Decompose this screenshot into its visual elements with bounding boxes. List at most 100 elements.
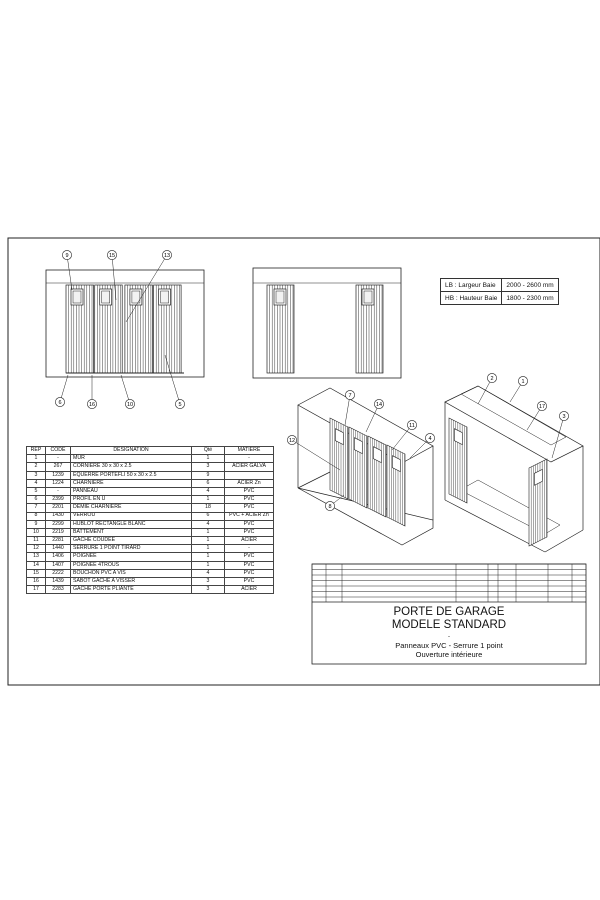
part-rep: 13 [26,552,46,562]
col-designation: DESIGNATION [70,445,192,456]
col-material: MATIERE [224,445,274,456]
part-qty: 4 [191,486,225,497]
callout-number: 12 [289,438,295,444]
part-qty: 1 [191,454,225,464]
isometric-view-open [444,385,584,553]
part-code: 2299 [45,519,71,529]
part-code: 1407 [45,560,71,570]
part-rep: 16 [26,576,46,587]
part-qty: 6 [191,478,225,488]
part-rep: 6 [26,495,46,505]
part-material: PVC [224,576,274,587]
callout-number: 2 [490,376,493,382]
part-qty: 1 [191,536,225,546]
part-code: 2399 [45,495,71,505]
part-rep: 14 [26,560,46,570]
part-qty: 3 [191,585,225,595]
part-qty: 9 [191,470,225,480]
callout: 11 [391,420,417,451]
part-code: 1439 [45,576,71,587]
part-material: PVC [224,503,274,513]
part-qty: 1 [191,544,225,554]
part-rep: 4 [26,478,46,488]
part-code: 1430 [45,511,71,521]
part-rep: 17 [26,585,46,595]
title-line-2: MODELE STANDARD [391,619,507,631]
drawing-subtitle: Panneaux PVC - Serrure 1 point Ouverture… [312,641,586,659]
part-qty: 1 [191,560,225,570]
callout-number: 13 [164,253,170,259]
callout-number: 8 [328,504,331,510]
part-code: 1239 [45,470,71,480]
part-designation: GACHE COUDEE [70,536,192,546]
part-rep: 15 [26,568,46,579]
part-designation: MUR [70,454,192,464]
part-material: ACIER GALVA [224,462,274,472]
iso-closed-panels [329,417,406,527]
part-code: - [45,486,71,497]
front-view-closed [45,269,205,378]
part-designation: EQUERRE PORTEFLI 50 x 30 x 2.5 [70,470,192,480]
part-code: 2201 [45,503,71,513]
part-material: PVC + ACIER Zn [224,511,274,521]
part-material: ACIER [224,536,274,546]
part-designation: VERROU [70,511,192,521]
callout-number: 6 [58,400,61,406]
part-designation: BATTEMENT [70,527,192,538]
callout: 16 [87,375,97,409]
callout: 9 [62,250,73,291]
part-designation: BOUCHON PVC A VIS [70,568,192,579]
callout: 14 [365,399,384,433]
callout-number: 10 [127,402,133,408]
part-code: 2283 [45,585,71,595]
part-rep: 7 [26,503,46,513]
revision-grid [312,563,586,602]
part-designation: PROFIL EN U [70,495,192,505]
dimension-value: 1800 - 2300 mm [501,291,559,305]
callout: 13 [125,250,172,323]
open-folded-panels [266,284,384,374]
iso-window [335,428,344,446]
callout-number: 3 [562,414,565,420]
part-material: PVC [224,560,274,570]
callout-number: 4 [428,436,431,442]
part-qty: 3 [191,576,225,587]
callout-number: 15 [109,253,115,259]
subtitle-line-2: Ouverture intérieure [415,650,483,659]
part-designation: HUBLOT RECTANGLE BLANC [70,519,192,529]
part-designation: POIGNEE [70,552,192,562]
callout: 4 [409,433,435,459]
part-designation: SABOT GACHE A VISSER [70,576,192,587]
part-material: PVC [224,527,274,538]
part-designation: CHARNIERE [70,478,192,488]
drawing-title: PORTE DE GARAGE MODELE STANDARD [312,606,586,632]
part-qty: 3 [191,462,225,472]
callout: 12 [287,435,341,471]
front-view-open [252,267,402,379]
callout: 17 [526,401,547,431]
dimension-label: LB : Largeur Baie [439,278,503,292]
part-qty: 1 [191,495,225,505]
iso-window [534,468,543,486]
part-code: 267 [45,462,71,472]
part-designation: POIGNEE 4TROUS [70,560,192,570]
part-designation: CORNIERE 30 x 30 x 2.5 [70,462,192,472]
iso-open-panels [448,417,548,547]
callout: 8 [325,494,345,511]
part-qty: 1 [191,552,225,562]
part-code: 1406 [45,552,71,562]
part-designation: GACHE PORTE PLIANTE [70,585,192,595]
callout-number: 17 [539,404,545,410]
